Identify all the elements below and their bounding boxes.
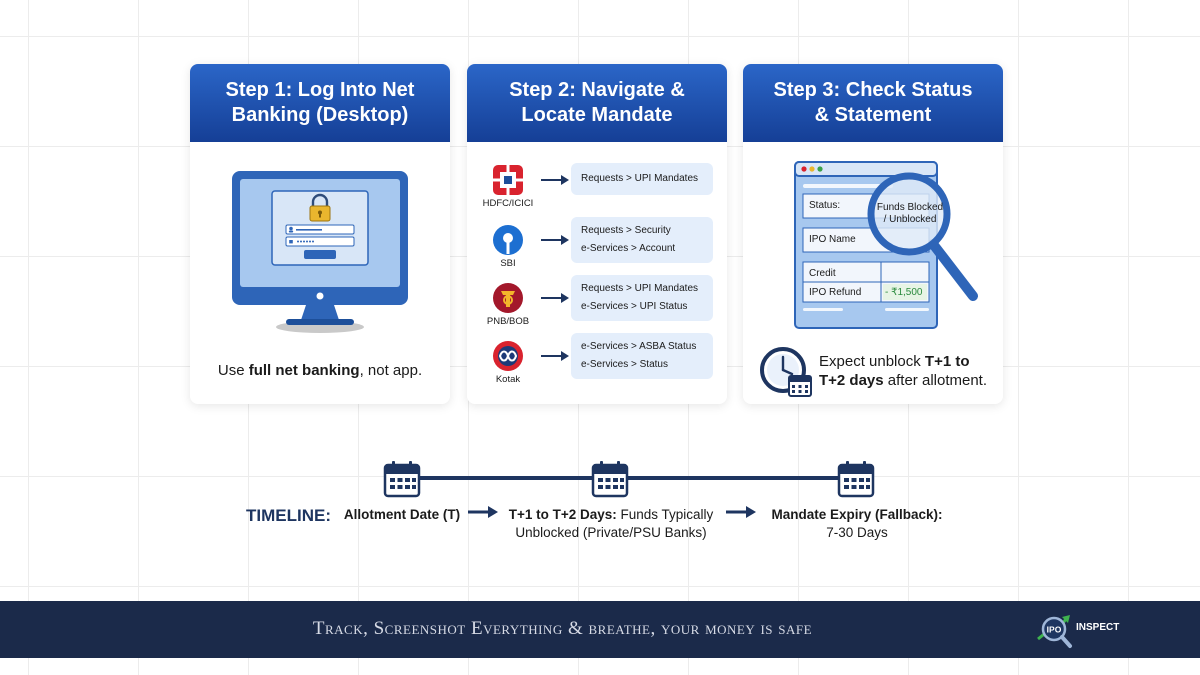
ipo-name-label: IPO Name [809, 234, 856, 245]
timeline-item-expiry-line2: 7-30 Days [826, 525, 888, 540]
step-3-card: Step 3: Check Status & Statement St [743, 64, 1003, 404]
timeline-item-unblock: T+1 to T+2 Days: Funds Typically Unblock… [500, 506, 722, 542]
magnifier-growth-icon: IPO [1037, 615, 1072, 648]
refund-amount: - ₹1,500 [885, 287, 923, 298]
kotak-logo-icon [493, 341, 523, 371]
calendar-icon [383, 461, 421, 498]
hdfc-logo-icon [493, 165, 523, 195]
expect-unblock-note: Expect unblock T+1 to T+2 days after all… [759, 346, 995, 397]
bank-name: Kotak [495, 374, 521, 385]
statement-illustration: Status: IPO Name Credit IPO Refund - ₹1,… [793, 160, 983, 337]
footer-tagline: Track, Screenshot Everything & breathe, … [312, 618, 813, 639]
expect-bold-1: T+1 to [924, 353, 970, 370]
calendar-icon [591, 461, 629, 498]
arrow-right-icon [541, 351, 569, 361]
status-label: Status: [809, 200, 841, 211]
caption-pre: Use [217, 362, 249, 379]
timeline-item-allotment: Allotment Date (T) [343, 507, 461, 522]
path-line: Requests > UPI Mandates [581, 283, 699, 294]
arrow-right-icon [541, 235, 569, 245]
step-1-title-line1: Step 1: Log Into Net [225, 79, 415, 101]
ipo-refund-label: IPO Refund [809, 287, 862, 298]
timeline-item-unblock-bold: T+1 to T+2 Days: [508, 507, 617, 522]
caption-bold: full net banking [248, 362, 360, 379]
step-3-title-line1: Step 3: Check Status [773, 79, 973, 101]
step-3-header: Step 3: Check Status & Statement [743, 64, 1003, 142]
timeline: TIMELINE: Allotment Date (T) T+1 to T+2 … [0, 440, 1200, 550]
clock-calendar-icon [760, 347, 812, 397]
mandate-path-box: e-Services > ASBA Status e-Services > St… [571, 333, 713, 379]
brand-name: INSPECT [1076, 622, 1120, 633]
step-2-title-line1: Step 2: Navigate & [509, 79, 685, 101]
expect-pre: Expect unblock [819, 353, 925, 370]
mandate-path-box: Requests > Security e-Services > Account [571, 217, 713, 263]
path-line: e-Services > Account [581, 243, 676, 254]
bank-name: HDFC/ICICI [482, 198, 534, 209]
bank-row-sbi: SBI Requests > Security e-Services > Acc… [479, 217, 715, 273]
timeline-item-unblock-rest: Funds Typically [616, 507, 714, 522]
expect-text: Expect unblock T+1 to T+2 days after all… [819, 352, 987, 390]
expect-post: after allotment. [883, 372, 988, 389]
mandate-path-box: Requests > UPI Mandates e-Services > UPI… [571, 275, 713, 321]
step-1-title-line2: Banking (Desktop) [231, 104, 409, 126]
bank-name: SBI [500, 258, 516, 269]
path-line: e-Services > ASBA Status [581, 341, 697, 352]
path-line: e-Services > UPI Status [581, 301, 688, 312]
sbi-logo-icon [493, 225, 523, 255]
bank-row-kotak: Kotak e-Services > ASBA Status e-Service… [479, 333, 715, 389]
pnb-logo-icon [493, 283, 523, 313]
statement-window-icon [794, 161, 978, 329]
credit-label: Credit [809, 268, 836, 279]
magnifier-text: Funds Blocked / Unblocked [875, 202, 945, 226]
arrow-right-icon [726, 506, 756, 518]
step-2-title-line2: Locate Mandate [521, 104, 673, 126]
timeline-item-unblock-line2: Unblocked (Private/PSU Banks) [515, 525, 707, 540]
path-line: Requests > Security [581, 225, 671, 236]
magnifier-line1: Funds Blocked [876, 202, 944, 213]
footer-banner: Track, Screenshot Everything & breathe, … [0, 601, 1200, 658]
path-line: e-Services > Status [581, 359, 668, 370]
step-2-header: Step 2: Navigate & Locate Mandate [467, 64, 727, 142]
step-1-caption: Use full net banking, not app. [190, 362, 450, 379]
step-2-card: Step 2: Navigate & Locate Mandate HDFC/I… [467, 64, 727, 404]
mandate-path-box: Requests > UPI Mandates [571, 163, 713, 195]
timeline-item-expiry: Mandate Expiry (Fallback): 7-30 Days [764, 506, 950, 542]
step-1-card: Step 1: Log Into Net Banking (Desktop) [190, 64, 450, 404]
brand-mark: IPO [1047, 625, 1062, 635]
arrow-right-icon [541, 175, 569, 185]
monitor-icon [232, 171, 408, 333]
brand-logo: IPO INSPECT [1036, 609, 1126, 651]
bank-row-pnb: PNB/BOB Requests > UPI Mandates e-Servic… [479, 275, 715, 331]
magnifier-line2: / Unblocked [883, 214, 937, 225]
timeline-item-expiry-bold: Mandate Expiry (Fallback): [771, 507, 943, 522]
expect-bold-2: T+2 days [819, 372, 884, 389]
arrow-right-icon [468, 506, 498, 518]
path-line: Requests > UPI Mandates [581, 173, 699, 184]
bank-row-hdfc: HDFC/ICICI Requests > UPI Mandates [479, 163, 715, 213]
timeline-label: TIMELINE: [246, 506, 331, 525]
calendar-icon [837, 461, 875, 498]
step-1-header: Step 1: Log Into Net Banking (Desktop) [190, 64, 450, 142]
arrow-right-icon [541, 293, 569, 303]
desktop-login-illustration [230, 169, 410, 344]
caption-post: , not app. [359, 362, 423, 379]
step-3-title-line2: & Statement [814, 104, 932, 126]
bank-name: PNB/BOB [486, 316, 530, 327]
